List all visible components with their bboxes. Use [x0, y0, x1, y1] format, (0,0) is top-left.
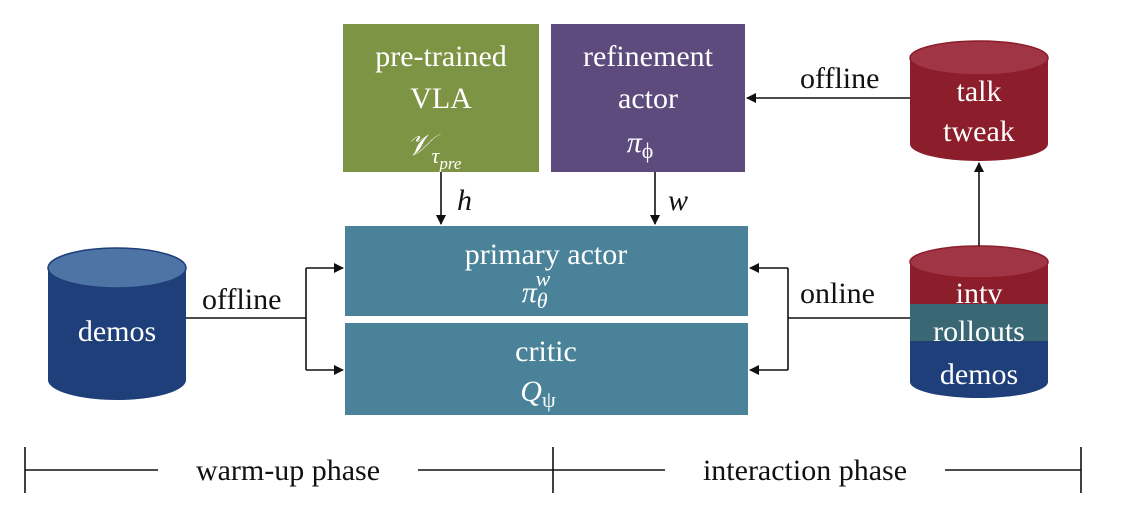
buffer-label-intv: intv [956, 277, 1003, 310]
refinement-actor-symbol-main: π [627, 126, 643, 159]
phase-timeline: warm-up phase interaction phase [24, 447, 1082, 493]
primary-actor-symbol-sup: w [536, 266, 551, 291]
buffer-layer-demos [910, 340, 1048, 398]
critic-rect [345, 323, 748, 415]
arrow-w-label: w [668, 184, 688, 217]
talk-tweak-cylinder-body [910, 58, 1048, 161]
arrow-w: w [650, 172, 688, 225]
primary-actor-rect [345, 226, 748, 316]
talk-tweak-line1: talk [957, 75, 1002, 108]
demos-cylinder-top [47, 247, 187, 289]
buffer-cylinder-top [909, 245, 1049, 279]
pretrained-vla-rect [343, 24, 539, 172]
buffer-label-rollouts: rollouts [933, 315, 1025, 348]
refinement-actor-line2: actor [618, 82, 678, 115]
primary-actor-box: primary actor πθw [345, 226, 748, 316]
refinement-actor-symbol-sub: ϕ [642, 138, 654, 163]
talk-tweak-cylinder: talk tweak [909, 40, 1049, 161]
offline-left-connector: offline [186, 263, 344, 375]
online-connector: online [749, 263, 910, 375]
warmup-phase-label: warm-up phase [196, 454, 380, 487]
critic-symbol-sub: ψ [542, 387, 556, 412]
primary-actor-symbol: πθw [522, 266, 551, 313]
talk-tweak-line2: tweak [943, 115, 1015, 148]
primary-actor-label: primary actor [465, 238, 627, 271]
online-label: online [800, 277, 875, 310]
primary-actor-symbol-sub: θ [537, 288, 548, 313]
buffer-layer-rollouts [910, 303, 1048, 341]
pretrained-vla-symbol-subsub: pre [438, 154, 461, 173]
critic-symbol: Qψ [520, 375, 556, 412]
refinement-actor-symbol: πϕ [627, 126, 654, 163]
pretrained-vla-line1: pre-trained [375, 40, 507, 73]
offline-right-label: offline [800, 62, 879, 95]
pretrained-vla-symbol-sub: τ [432, 143, 441, 168]
critic-label: critic [515, 335, 577, 368]
arrow-h: h [436, 172, 472, 225]
critic-symbol-main: Q [520, 375, 542, 408]
buffer-label-demos: demos [940, 358, 1018, 391]
demos-cylinder-label: demos [78, 315, 156, 348]
demos-cylinder-body [48, 268, 186, 400]
pretrained-vla-line2: VLA [410, 82, 472, 115]
refinement-actor-line1: refinement [583, 40, 714, 73]
interaction-phase-label: interaction phase [703, 454, 907, 487]
pretrained-vla-box: pre-trained VLA 𝒱τpre [343, 24, 539, 173]
demos-cylinder-left: demos [47, 247, 187, 400]
talk-tweak-cylinder-top [909, 40, 1049, 76]
refinement-actor-rect [551, 24, 745, 172]
primary-actor-symbol-main: π [522, 276, 538, 309]
arrow-h-label: h [457, 184, 472, 217]
critic-box: critic Qψ [345, 323, 748, 415]
buffer-cylinder: intv rollouts demos [909, 245, 1049, 398]
offline-right-connector: offline [746, 62, 910, 103]
refinement-actor-box: refinement actor πϕ [551, 24, 745, 172]
offline-left-label: offline [202, 283, 281, 316]
